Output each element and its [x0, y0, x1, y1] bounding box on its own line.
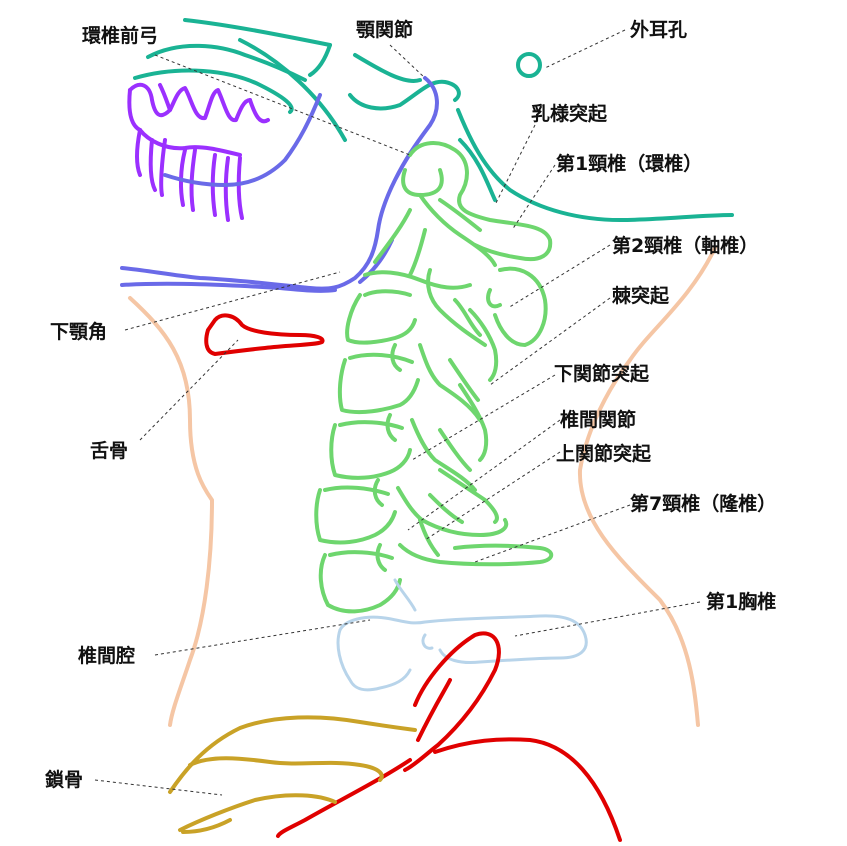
label-clavicle: 鎖骨	[45, 768, 83, 791]
label-t1: 第1胸椎	[706, 590, 776, 613]
labels: 環椎前弓 顎関節 外耳孔 乳様突起 第1頸椎（環椎） 第2頸椎（軸椎） 棘突起 …	[45, 18, 776, 791]
neck-skin-outline	[128, 246, 717, 727]
label-hyoid: 舌骨	[90, 439, 128, 462]
skull-base	[133, 18, 734, 222]
mandible	[120, 76, 439, 293]
ear-canal-circle	[516, 52, 542, 78]
label-c2: 第2頸椎（軸椎）	[612, 234, 758, 257]
clavicle	[168, 715, 417, 834]
hyoid-bone	[204, 313, 325, 356]
label-anterior-arch-atlas: 環椎前弓	[82, 24, 158, 47]
leader-lines	[94, 29, 701, 796]
label-disc-space: 椎間腔	[78, 644, 135, 667]
cervical-vertebrae	[314, 141, 554, 614]
label-inferior-facet: 下関節突起	[554, 362, 650, 385]
label-mastoid: 乳様突起	[531, 102, 608, 125]
teeth	[127, 82, 270, 222]
label-spinous: 棘突起	[612, 284, 670, 307]
label-superior-facet: 上関節突起	[556, 442, 652, 465]
label-tmj: 顎関節	[356, 18, 413, 41]
label-facet-joint: 椎間関節	[560, 408, 636, 431]
label-c1: 第1頸椎（環椎）	[556, 152, 702, 175]
first-rib	[276, 631, 622, 842]
label-mandible-angle: 下顎角	[50, 320, 107, 343]
label-c7: 第7頸椎（隆椎）	[630, 492, 776, 515]
thoracic-vertebra-t1	[336, 578, 588, 692]
label-ear-canal: 外耳孔	[630, 18, 687, 41]
